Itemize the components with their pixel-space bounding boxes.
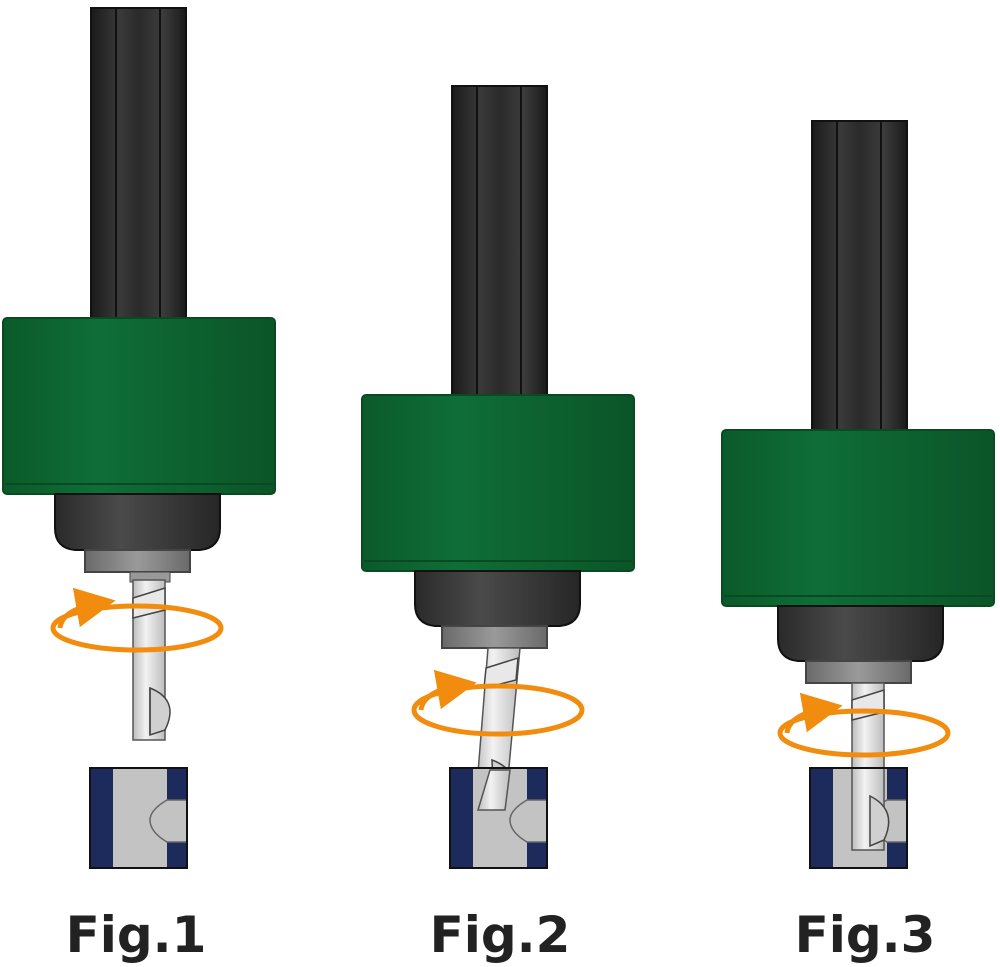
rotation-arrow xyxy=(777,692,951,758)
rotation-arrow xyxy=(411,669,585,737)
holder-ring xyxy=(805,660,912,684)
shank xyxy=(811,120,908,434)
lock-nut xyxy=(414,570,581,627)
workpiece xyxy=(449,767,548,869)
figure-1 xyxy=(2,7,276,869)
figure-2-caption: Fig.2 xyxy=(430,906,571,964)
holder-ring xyxy=(441,625,548,649)
lock-nut xyxy=(54,493,221,551)
rotation-arrow xyxy=(50,587,224,653)
figure-3 xyxy=(721,120,995,869)
collar xyxy=(361,394,635,572)
collar xyxy=(721,429,995,607)
shank xyxy=(451,85,548,399)
holder-ring xyxy=(84,549,191,573)
collar xyxy=(2,317,276,495)
shank xyxy=(90,7,187,321)
workpiece xyxy=(89,767,188,869)
figure-3-caption: Fig.3 xyxy=(795,906,936,964)
figure-1-caption: Fig.1 xyxy=(66,906,207,964)
cutter-bit xyxy=(132,579,171,741)
workpiece xyxy=(809,767,908,869)
lock-nut xyxy=(777,605,944,662)
figure-2 xyxy=(361,85,635,869)
